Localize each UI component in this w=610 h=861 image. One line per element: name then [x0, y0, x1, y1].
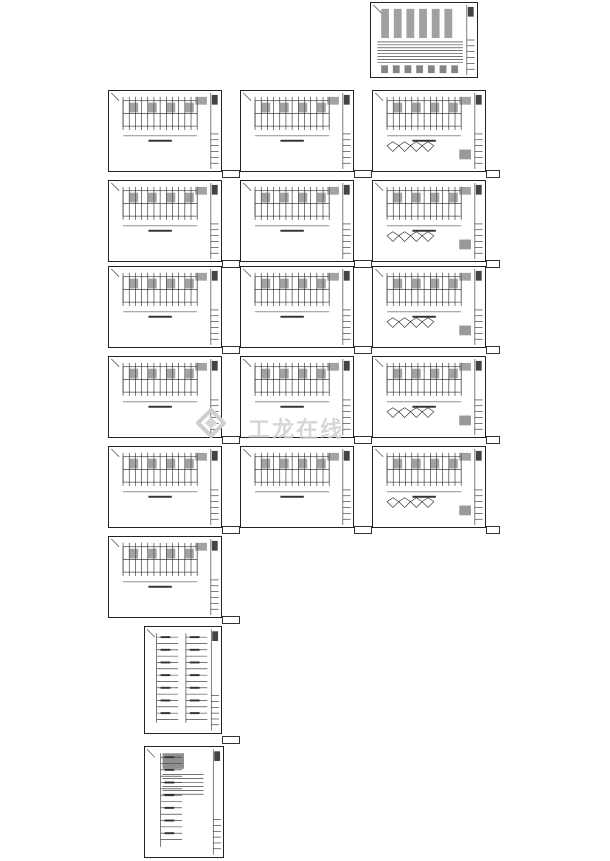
drawing-sheet-thumbnail[interactable] — [240, 446, 354, 528]
drawing-sheet-thumbnail[interactable] — [108, 266, 222, 348]
drawing-sheet-thumbnail[interactable] — [370, 2, 478, 78]
sheet-connector-tab — [354, 170, 372, 178]
sheet-connector-tab — [354, 346, 372, 354]
drawing-sheet-thumbnail[interactable] — [144, 626, 222, 734]
drawing-sheet-thumbnail[interactable] — [108, 356, 222, 438]
sheet-connector-tab — [222, 436, 240, 444]
sheet-connector-tab — [222, 526, 240, 534]
sheet-drawing — [146, 749, 222, 855]
drawing-sheet-thumbnail[interactable] — [240, 356, 354, 438]
drawing-sheet-thumbnail[interactable] — [372, 356, 486, 438]
drawing-sheet-thumbnail[interactable] — [108, 90, 222, 172]
drawing-sheet-thumbnail[interactable] — [372, 180, 486, 262]
sheet-connector-tab — [222, 260, 240, 268]
drawing-sheet-thumbnail[interactable] — [240, 266, 354, 348]
drawing-sheet-thumbnail[interactable] — [372, 446, 486, 528]
sheet-connector-tab — [222, 616, 240, 624]
sheet-drawing — [111, 538, 219, 616]
sheet-drawing — [111, 92, 219, 170]
drawing-sheet-thumbnail[interactable] — [240, 90, 354, 172]
sheet-drawing — [375, 182, 483, 260]
sheet-drawing — [373, 4, 475, 76]
sheet-drawing — [375, 92, 483, 170]
sheet-connector-tab — [354, 436, 372, 444]
drawing-sheet-thumbnail[interactable] — [144, 746, 224, 858]
sheet-connector-tab — [486, 346, 500, 354]
sheet-drawing — [146, 629, 220, 731]
sheet-drawing — [243, 268, 351, 346]
sheet-drawing — [243, 448, 351, 526]
sheet-drawing — [111, 358, 219, 436]
drawing-sheet-thumbnail[interactable] — [240, 180, 354, 262]
sheet-drawing — [375, 448, 483, 526]
sheet-drawing — [243, 92, 351, 170]
sheet-connector-tab — [486, 260, 500, 268]
sheet-connector-tab — [222, 346, 240, 354]
drawing-sheet-thumbnail[interactable] — [108, 446, 222, 528]
sheet-drawing — [111, 268, 219, 346]
sheet-connector-tab — [222, 736, 240, 744]
drawing-sheet-thumbnail[interactable] — [108, 180, 222, 262]
sheet-drawing — [375, 358, 483, 436]
sheet-connector-tab — [486, 170, 500, 178]
sheet-connector-tab — [222, 170, 240, 178]
sheet-drawing — [243, 358, 351, 436]
drawing-sheet-thumbnail[interactable] — [372, 266, 486, 348]
sheet-connector-tab — [486, 526, 500, 534]
sheet-drawing — [243, 182, 351, 260]
drawing-sheet-thumbnail[interactable] — [108, 536, 222, 618]
sheet-connector-tab — [486, 436, 500, 444]
sheet-drawing — [375, 268, 483, 346]
sheet-drawing — [111, 448, 219, 526]
sheet-drawing — [111, 182, 219, 260]
drawing-sheet-thumbnail[interactable] — [372, 90, 486, 172]
sheet-connector-tab — [354, 526, 372, 534]
sheet-connector-tab — [354, 260, 372, 268]
